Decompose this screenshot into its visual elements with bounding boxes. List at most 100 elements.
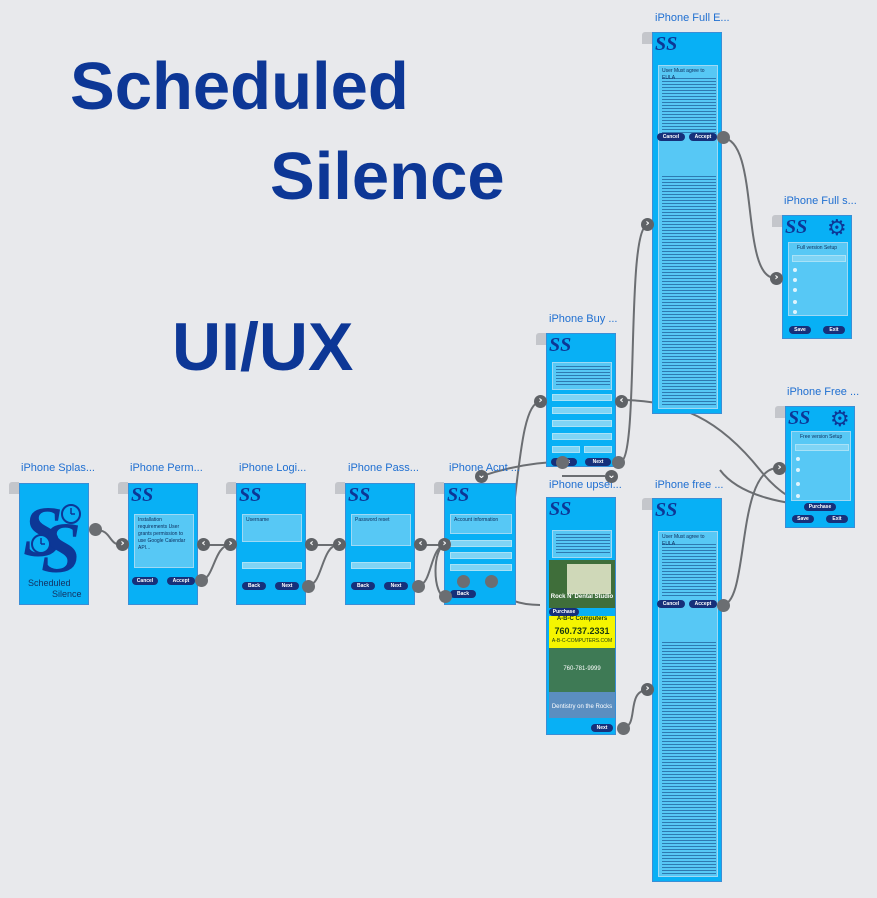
connector-handle-account-1[interactable] [457, 575, 470, 588]
perm-cancel-button[interactable]: Cancel [132, 577, 158, 585]
full-eula-cancel-button[interactable]: Cancel [657, 133, 685, 141]
node-label-buy: iPhone Buy ... [549, 313, 618, 325]
node-tab-perm [118, 482, 128, 494]
connector-top-account[interactable]: ⌄ [475, 470, 488, 483]
free-setup-radio-3[interactable] [796, 482, 800, 486]
buy-field-4[interactable] [552, 433, 612, 440]
login-field[interactable] [242, 562, 302, 569]
full-setup-radio-4[interactable] [793, 300, 797, 304]
ad-rocks[interactable]: Dentistry on the Rocks [549, 692, 615, 718]
connector-handle-splash[interactable] [89, 523, 102, 536]
free-setup-save-button[interactable]: Save [792, 515, 814, 523]
connector-buy-fulleula [619, 224, 649, 463]
buy-field-3[interactable] [552, 420, 612, 427]
ad-rocks-text: Dentistry on the Rocks [551, 704, 613, 710]
node-label-login: iPhone Logi... [239, 462, 307, 474]
screen-buy[interactable]: SS Back Next [546, 333, 616, 467]
buy-field-1[interactable] [552, 394, 612, 401]
screen-free-setup[interactable]: SS ⚙ Free version Setup Purchase Save Ex… [785, 406, 855, 528]
mini-logo: SS [655, 499, 678, 521]
connector-handle-upsell[interactable] [617, 722, 630, 735]
connector-in-buy[interactable]: › [534, 395, 547, 408]
buy-field-6[interactable] [584, 446, 612, 453]
connector-handle-buy-2[interactable] [556, 456, 569, 469]
login-next-button[interactable]: Next [275, 582, 299, 590]
connector-in-full-eula[interactable]: › [641, 218, 654, 231]
free-eula-cancel-button[interactable]: Cancel [657, 600, 685, 608]
screen-free-eula[interactable]: SS User Must agree to EULA Cancel Accept [652, 498, 722, 882]
connector-handle-free-eula[interactable] [717, 599, 730, 612]
account-field-2[interactable] [450, 552, 512, 559]
connector-in-free-eula[interactable]: › [641, 683, 654, 696]
account-field-3[interactable] [450, 564, 512, 571]
node-label-perm: iPhone Perm... [130, 462, 203, 474]
ad-computers[interactable]: A-B-C Computers 760.737.2331 A-B-C-COMPU… [549, 616, 615, 648]
free-eula-lines-1 [662, 544, 716, 596]
connector-top-upsell[interactable]: ⌄ [605, 470, 618, 483]
account-text: Account information [454, 517, 499, 523]
upsell-next-button[interactable]: Next [591, 724, 613, 732]
connector-in-password[interactable]: › [333, 538, 346, 551]
password-back-button[interactable]: Back [351, 582, 375, 590]
connector-in-account[interactable]: › [438, 538, 451, 551]
full-setup-exit-button[interactable]: Exit [823, 326, 845, 334]
connector-in-perm[interactable]: › [116, 538, 129, 551]
free-eula-accept-button[interactable]: Accept [689, 600, 717, 608]
perm-accept-button[interactable]: Accept [167, 577, 195, 585]
connector-in-full-setup[interactable]: › [770, 272, 783, 285]
login-back-button[interactable]: Back [242, 582, 266, 590]
connector-handle-buy[interactable] [612, 456, 625, 469]
connector-handle-perm[interactable] [195, 574, 208, 587]
upsell-purchase-button[interactable]: Purchase [549, 608, 579, 616]
buy-field-2[interactable] [552, 407, 612, 414]
free-setup-radio-4[interactable] [796, 494, 800, 498]
free-setup-purchase-button[interactable]: Purchase [804, 503, 836, 511]
gear-icon[interactable]: ⚙ [830, 407, 850, 432]
connector-handle-account-2[interactable] [485, 575, 498, 588]
screen-login[interactable]: SS Username Back Next [236, 483, 306, 605]
account-field-1[interactable] [450, 540, 512, 547]
connector-back-login[interactable]: ‹ [305, 538, 318, 551]
connector-handle-login[interactable] [302, 580, 315, 593]
free-setup-radio-2[interactable] [796, 468, 800, 472]
screen-full-setup[interactable]: SS ⚙ Full version Setup Save Exit [782, 215, 852, 339]
buy-next-button[interactable]: Next [585, 458, 611, 466]
free-setup-field[interactable] [795, 444, 849, 451]
node-label-free-eula: iPhone free ... [655, 479, 724, 491]
full-setup-radio-2[interactable] [793, 278, 797, 282]
connector-in-free-setup[interactable]: › [773, 462, 786, 475]
connector-back-buy[interactable]: ‹ [615, 395, 628, 408]
node-label-account: iPhone Acnt ... [449, 462, 520, 474]
free-setup-radio-1[interactable] [796, 457, 800, 461]
connector-back-perm[interactable]: ‹ [197, 538, 210, 551]
svg-text:S: S [23, 492, 63, 572]
screen-perm[interactable]: SS Installation requirements User grants… [128, 483, 198, 605]
connector-back-password[interactable]: ‹ [414, 538, 427, 551]
screen-upsell[interactable]: SS Rock N' Dental Studio Purchase A-B-C … [546, 497, 616, 735]
screen-splash[interactable]: S S Scheduled Silence [19, 483, 89, 605]
free-setup-exit-button[interactable]: Exit [826, 515, 848, 523]
full-setup-save-button[interactable]: Save [789, 326, 811, 334]
password-field[interactable] [351, 562, 411, 569]
gear-icon[interactable]: ⚙ [827, 216, 847, 241]
buy-field-5[interactable] [552, 446, 580, 453]
connector-handle-password[interactable] [412, 580, 425, 593]
account-back-button[interactable]: Back [450, 590, 476, 598]
password-next-button[interactable]: Next [384, 582, 408, 590]
connector-in-login[interactable]: › [224, 538, 237, 551]
full-eula-accept-button[interactable]: Accept [689, 133, 717, 141]
screen-account[interactable]: SS Account information Back [444, 483, 516, 605]
full-eula-lines-1 [662, 78, 716, 134]
full-setup-radio-1[interactable] [793, 268, 797, 272]
full-setup-field[interactable] [792, 255, 846, 262]
ad-phone-text: 760-781-9999 [563, 666, 601, 672]
screen-password[interactable]: SS Password reset Back Next [345, 483, 415, 605]
ad-phone[interactable]: 760-781-9999 [549, 648, 615, 692]
full-setup-radio-3[interactable] [793, 288, 797, 292]
connector-handle-account-3[interactable] [439, 590, 452, 603]
ad-dental[interactable]: Rock N' Dental Studio [549, 560, 615, 608]
connector-handle-full-eula[interactable] [717, 131, 730, 144]
screen-full-eula[interactable]: SS User Must agree to EULA Cancel Accept [652, 32, 722, 414]
full-setup-radio-5[interactable] [793, 310, 797, 314]
